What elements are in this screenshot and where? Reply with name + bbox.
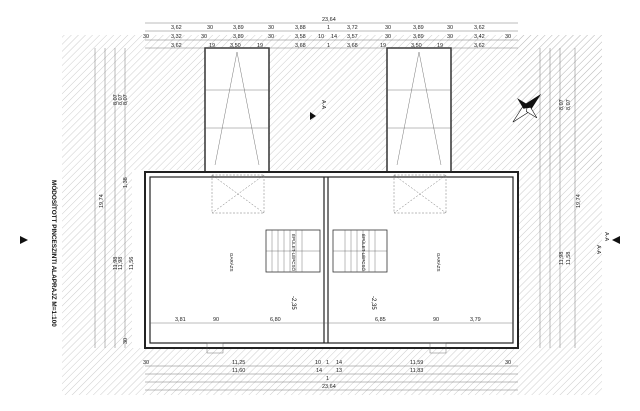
- bottom-dim: 1: [326, 360, 329, 366]
- bottom-dim: 11,60: [232, 368, 245, 374]
- room-label-right: GARÁZS: [436, 253, 442, 272]
- top-dim: 3,57: [347, 34, 358, 40]
- right-dim: 11,98: [559, 252, 565, 265]
- top-dim: 30: [268, 25, 274, 31]
- top-dim: 14: [331, 34, 337, 40]
- left-dim: 11,56: [129, 257, 135, 270]
- top-dim: 30: [447, 34, 453, 40]
- left-dim: 8,07: [118, 94, 124, 105]
- stair-label-left: ÉPÜLET-LÉPCSŐ: [291, 234, 297, 272]
- section-label-mid: A-A: [595, 245, 601, 255]
- top-dim: 30: [268, 34, 274, 40]
- room-dim-4: 6,85: [375, 317, 386, 323]
- section-label-top: A-A: [320, 100, 326, 110]
- bottom-dim: 14: [336, 360, 342, 366]
- section-label-right: A-A: [603, 232, 609, 242]
- bottom-dim: 14: [316, 368, 322, 374]
- ramp-right-arrow: [396, 51, 442, 166]
- top-dim: 10: [318, 34, 324, 40]
- top-dim: 3,88: [295, 25, 306, 31]
- section-marker-top: [310, 112, 316, 120]
- left-dim: 11,98: [118, 257, 124, 270]
- left-dim: 19,74: [99, 194, 105, 208]
- level-left: -2,35: [290, 296, 296, 310]
- top-dim: 3,89: [233, 34, 244, 40]
- basement-outline: [144, 171, 519, 349]
- site-hatch-left: [62, 35, 132, 395]
- right-dim: 8,07: [559, 99, 565, 110]
- room-label-left: GARÁZS: [229, 253, 235, 272]
- bottom-total-dim: 23,64: [322, 384, 336, 390]
- drawing-title: MÓDOSÍTOTT PINCESZINTI ALAPRAJZ M=1:100: [50, 180, 59, 327]
- top-dim: 30: [385, 25, 391, 31]
- top-dim: 30: [447, 25, 453, 31]
- left-dim: 30: [123, 338, 129, 344]
- top-dim: 19: [257, 43, 263, 49]
- top-dim: 19: [380, 43, 386, 49]
- bottom-dim: 11,83: [410, 368, 423, 374]
- top-dim: 1: [327, 25, 330, 31]
- north-arrow-icon: [512, 93, 542, 123]
- top-dim: 3,89: [413, 25, 424, 31]
- bottom-dim: 11,59: [410, 360, 423, 366]
- right-dim: 19,74: [576, 194, 582, 208]
- top-dim: 3,58: [295, 34, 306, 40]
- bottom-dim: 11,25: [232, 360, 245, 366]
- room-dim-2: 90: [213, 317, 219, 323]
- top-total-dim: 23,64: [322, 17, 336, 23]
- top-dim: 3,68: [347, 43, 358, 49]
- bottom-dim: 30: [143, 360, 149, 366]
- right-dim: 8,07: [566, 99, 572, 110]
- bottom-dim: 30: [505, 360, 511, 366]
- ramp-left-arrow: [214, 51, 260, 166]
- top-dim: 3,72: [347, 25, 358, 31]
- stair-left: [265, 229, 321, 273]
- top-dim: 3,89: [413, 34, 424, 40]
- top-dim: 3,42: [474, 34, 485, 40]
- top-dim: 3,62: [474, 43, 485, 49]
- stair-label-right: ÉPÜLET-LÉPCSŐ: [361, 234, 367, 272]
- room-dim-3: 6,80: [270, 317, 281, 323]
- top-dim: 3,62: [474, 25, 485, 31]
- left-dim: 8,07: [123, 94, 129, 105]
- bottom-dim: 1: [326, 376, 329, 382]
- left-dim: 11,98: [113, 257, 119, 270]
- stair-right: [332, 229, 388, 273]
- section-marker-right: [612, 236, 620, 244]
- top-dim: 3,62: [171, 25, 182, 31]
- ramp-left: [204, 47, 270, 173]
- bottom-dim: 10: [315, 360, 321, 366]
- top-dim: 19: [209, 43, 215, 49]
- top-dim: 3,32: [171, 34, 182, 40]
- top-dim: 30: [143, 34, 149, 40]
- level-right: -2,35: [370, 296, 376, 310]
- section-marker-left: [20, 236, 28, 244]
- left-dim: 8,07: [113, 94, 119, 105]
- right-dim: 11,58: [566, 252, 572, 265]
- top-dim: 3,68: [295, 43, 306, 49]
- room-dim-1: 3,81: [175, 317, 186, 323]
- top-dim: 30: [505, 34, 511, 40]
- bottom-dim: 13: [336, 368, 342, 374]
- site-hatch-bottom: [132, 348, 518, 395]
- left-dim: 1,38: [123, 177, 129, 188]
- top-dim: 1: [327, 43, 330, 49]
- room-dim-6: 3,79: [470, 317, 481, 323]
- ramp-right: [386, 47, 452, 173]
- top-dim: 30: [385, 34, 391, 40]
- top-dim: 30: [201, 34, 207, 40]
- top-dim: 19: [437, 43, 443, 49]
- top-dim: 3,50: [411, 43, 422, 49]
- top-dim: 3,62: [171, 43, 182, 49]
- top-dim: 3,89: [233, 25, 244, 31]
- room-dim-5: 90: [433, 317, 439, 323]
- top-dim: 3,50: [230, 43, 241, 49]
- top-dim: 30: [207, 25, 213, 31]
